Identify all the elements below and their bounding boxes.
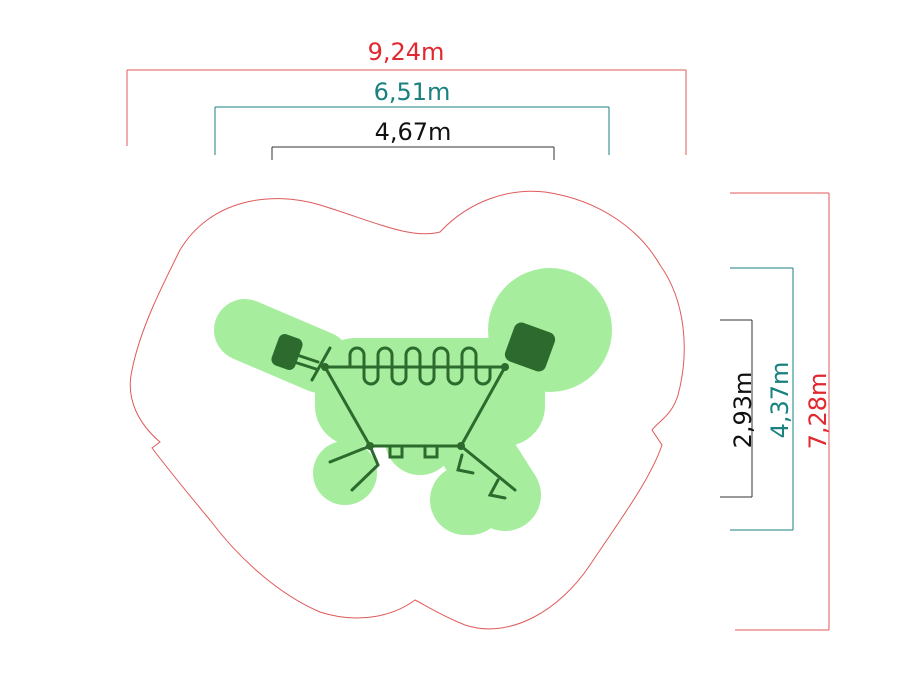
safety-zone	[214, 268, 612, 535]
label-width-equipment: 4,67m	[375, 118, 452, 146]
dimension-width-total	[126, 69, 687, 155]
label-width-total: 9,24m	[368, 38, 445, 66]
label-depth-total: 7,28m	[804, 373, 832, 450]
dimension-depth-total	[730, 192, 830, 631]
label-depth-equipment: 2,93m	[729, 372, 757, 449]
dimension-depth-equipment	[720, 319, 753, 498]
panel-box	[504, 322, 556, 372]
seesaw-seat	[271, 334, 332, 382]
impact-area-outline	[129, 190, 685, 630]
wiggle-rope	[348, 346, 492, 386]
bottom-steps	[388, 445, 439, 459]
dimension-width-safety	[214, 106, 610, 155]
dimension-depth-safety	[730, 267, 794, 531]
label-depth-safety: 4,37m	[766, 362, 794, 439]
play-equipment	[271, 322, 556, 500]
right-ladder	[456, 444, 517, 500]
dimension-width-equipment	[271, 146, 555, 160]
label-width-safety: 6,51m	[374, 78, 451, 106]
left-bars	[328, 444, 380, 492]
